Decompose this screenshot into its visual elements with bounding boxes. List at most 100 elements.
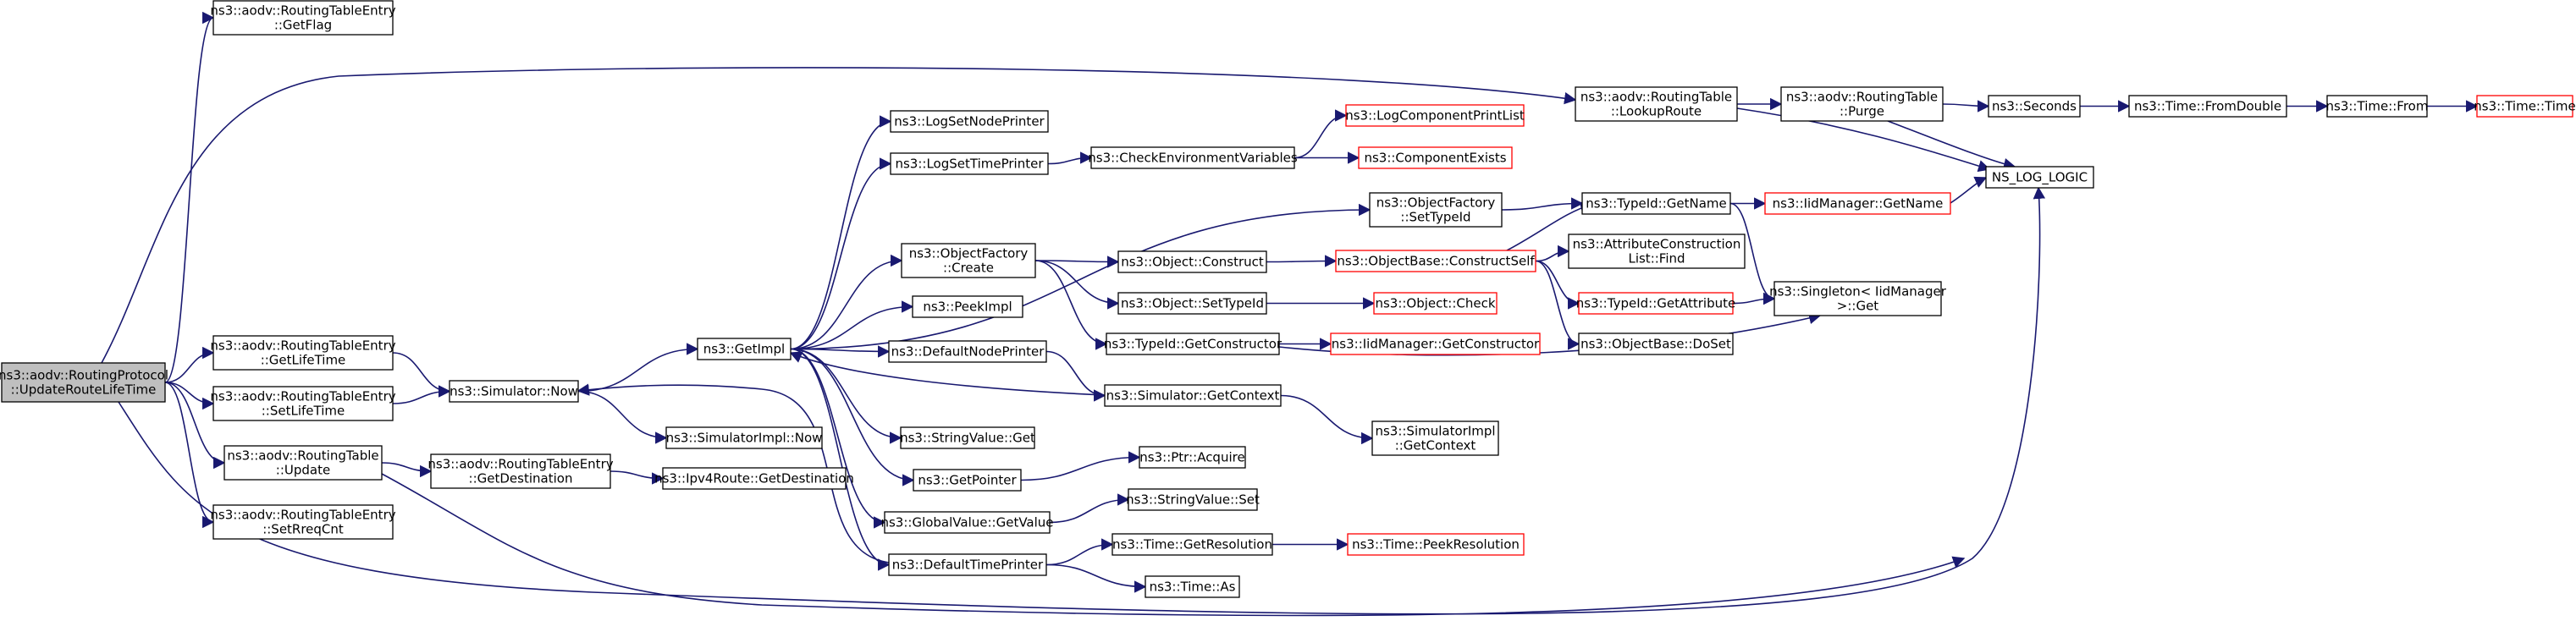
node-box[interactable] (449, 380, 579, 403)
node-box[interactable] (1578, 292, 1734, 315)
node-getimpl[interactable]: ns3::GetImpl (697, 338, 792, 360)
node-box[interactable] (212, 504, 394, 540)
node-setlifetime[interactable]: ns3::aodv::RoutingTableEntry::SetLifeTim… (210, 386, 396, 421)
node-box[interactable] (913, 469, 1022, 492)
node-ptracquire[interactable]: ns3::Ptr::Acquire (1139, 446, 1246, 469)
node-box[interactable] (888, 340, 1047, 363)
node-rtpurge[interactable]: ns3::aodv::RoutingTable::Purge (1780, 86, 1944, 122)
node-box[interactable] (1345, 104, 1525, 127)
node-timepeekres[interactable]: ns3::Time::PeekResolution (1347, 533, 1525, 556)
node-objcheck[interactable]: ns3::Object::Check (1373, 292, 1498, 315)
node-strvalset[interactable]: ns3::StringValue::Set (1126, 488, 1260, 511)
node-getlifetime[interactable]: ns3::aodv::RoutingTableEntry::GetLifeTim… (210, 335, 396, 371)
node-box[interactable] (1330, 332, 1541, 355)
node-box[interactable] (1764, 192, 1951, 215)
node-timegetres[interactable]: ns3::Time::GetResolution (1111, 533, 1273, 556)
node-box[interactable] (1335, 250, 1536, 272)
node-box[interactable] (430, 453, 611, 489)
node-globalvalget[interactable]: ns3::GlobalValue::GetValue (880, 511, 1054, 534)
node-simimplnow[interactable]: ns3::SimulatorImpl::Now (665, 426, 823, 449)
node-getdestination[interactable]: ns3::aodv::RoutingTableEntry::GetDestina… (427, 453, 614, 489)
node-box[interactable] (212, 386, 394, 421)
node-objconstruct[interactable]: ns3::Object::Construct (1117, 250, 1267, 273)
node-peekimpl[interactable]: ns3::PeekImpl (912, 295, 1023, 318)
node-getpointer[interactable]: ns3::GetPointer (913, 469, 1022, 492)
node-box[interactable] (1139, 446, 1246, 469)
node-simnow[interactable]: ns3::Simulator::Now (449, 380, 579, 403)
node-compexists[interactable]: ns3::ComponentExists (1358, 146, 1513, 169)
node-logcompprint[interactable]: ns3::LogComponentPrintList (1345, 104, 1525, 127)
node-rtlookup[interactable]: ns3::aodv::RoutingTable::LookupRoute (1575, 86, 1738, 122)
node-box[interactable] (223, 445, 383, 481)
node-timeas[interactable]: ns3::Time::As (1145, 575, 1240, 598)
node-typeidgetctor[interactable]: ns3::TypeId::GetConstructor (1104, 332, 1282, 355)
node-simgetcontext[interactable]: ns3::Simulator::GetContext (1104, 384, 1282, 407)
node-iidgetname[interactable]: ns3::IidManager::GetName (1764, 192, 1951, 215)
node-box[interactable] (662, 467, 847, 490)
node-box[interactable] (1578, 332, 1734, 355)
node-box[interactable] (1568, 234, 1746, 269)
node-box[interactable] (2476, 95, 2573, 118)
node-box[interactable] (1104, 384, 1282, 407)
node-box[interactable] (1988, 95, 2081, 118)
node-box[interactable] (1371, 420, 1499, 456)
node-box[interactable] (665, 426, 823, 449)
node-box[interactable] (1581, 192, 1731, 215)
node-box[interactable] (1985, 166, 2094, 189)
node-simimplgetctx[interactable]: ns3::SimulatorImpl::GetContext (1371, 420, 1499, 456)
node-defnodeprinter[interactable]: ns3::DefaultNodePrinter (888, 340, 1047, 363)
node-box[interactable] (1117, 250, 1267, 273)
node-ipv4getdest[interactable]: ns3::Ipv4Route::GetDestination (654, 467, 854, 490)
node-box[interactable] (1090, 146, 1295, 169)
node-box[interactable] (1, 362, 166, 403)
node-box[interactable] (888, 553, 1047, 576)
node-box[interactable] (890, 152, 1049, 175)
node-checkenv[interactable]: ns3::CheckEnvironmentVariables (1088, 146, 1298, 169)
node-box[interactable] (212, 0, 394, 36)
node-iidgetctor[interactable]: ns3::IidManager::GetConstructor (1330, 332, 1541, 355)
node-logsetnode[interactable]: ns3::LogSetNodePrinter (890, 110, 1049, 133)
node-setrreqcnt[interactable]: ns3::aodv::RoutingTableEntry::SetRreqCnt (210, 504, 396, 540)
node-timetime[interactable]: ns3::Time::Time (2474, 95, 2576, 118)
node-root[interactable]: ns3::aodv::RoutingProtocol::UpdateRouteL… (0, 362, 168, 403)
node-box[interactable] (1358, 146, 1513, 169)
node-timefrom[interactable]: ns3::Time::From (2326, 95, 2429, 118)
node-box[interactable] (1111, 533, 1273, 556)
node-box[interactable] (1145, 575, 1240, 598)
node-obconstructself[interactable]: ns3::ObjectBase::ConstructSelf (1335, 250, 1536, 272)
node-box[interactable] (1373, 292, 1498, 315)
node-box[interactable] (2128, 95, 2287, 118)
node-singletonget[interactable]: ns3::Singleton< IidManager>::Get (1769, 281, 1947, 316)
node-box[interactable] (1369, 192, 1503, 228)
node-logsettime[interactable]: ns3::LogSetTimePrinter (890, 152, 1049, 175)
node-box[interactable] (912, 295, 1023, 318)
node-box[interactable] (697, 338, 792, 360)
node-rtupdate[interactable]: ns3::aodv::RoutingTable::Update (223, 445, 383, 481)
node-box[interactable] (1347, 533, 1525, 556)
node-box[interactable] (1780, 86, 1944, 122)
node-objsettypeid[interactable]: ns3::Object::SetTypeId (1117, 292, 1267, 315)
node-box[interactable] (1117, 292, 1267, 315)
node-box[interactable] (2326, 95, 2428, 118)
node-seconds[interactable]: ns3::Seconds (1988, 95, 2081, 118)
node-box[interactable] (901, 243, 1036, 278)
node-typeidgetattr[interactable]: ns3::TypeId::GetAttribute (1576, 292, 1735, 315)
node-nslog[interactable]: NS_LOG_LOGIC (1985, 166, 2094, 189)
node-box[interactable] (1575, 86, 1738, 122)
node-typeidgetname[interactable]: ns3::TypeId::GetName (1581, 192, 1731, 215)
node-ofsettypeid[interactable]: ns3::ObjectFactory::SetTypeId (1369, 192, 1503, 228)
node-strvalget[interactable]: ns3::StringValue::Get (900, 426, 1035, 449)
node-box[interactable] (1773, 281, 1942, 316)
node-getflag[interactable]: ns3::aodv::RoutingTableEntry::GetFlag (210, 0, 396, 36)
node-deftimeprinter[interactable]: ns3::DefaultTimePrinter (888, 553, 1047, 576)
node-box[interactable] (900, 426, 1035, 449)
node-box[interactable] (890, 110, 1049, 133)
node-box[interactable] (212, 335, 394, 371)
node-box[interactable] (1106, 332, 1280, 355)
node-ofcreate[interactable]: ns3::ObjectFactory::Create (901, 243, 1036, 278)
node-box[interactable] (884, 511, 1051, 534)
node-obdoset[interactable]: ns3::ObjectBase::DoSet (1578, 332, 1734, 355)
node-timefromdouble[interactable]: ns3::Time::FromDouble (2128, 95, 2287, 118)
node-box[interactable] (1128, 488, 1258, 511)
